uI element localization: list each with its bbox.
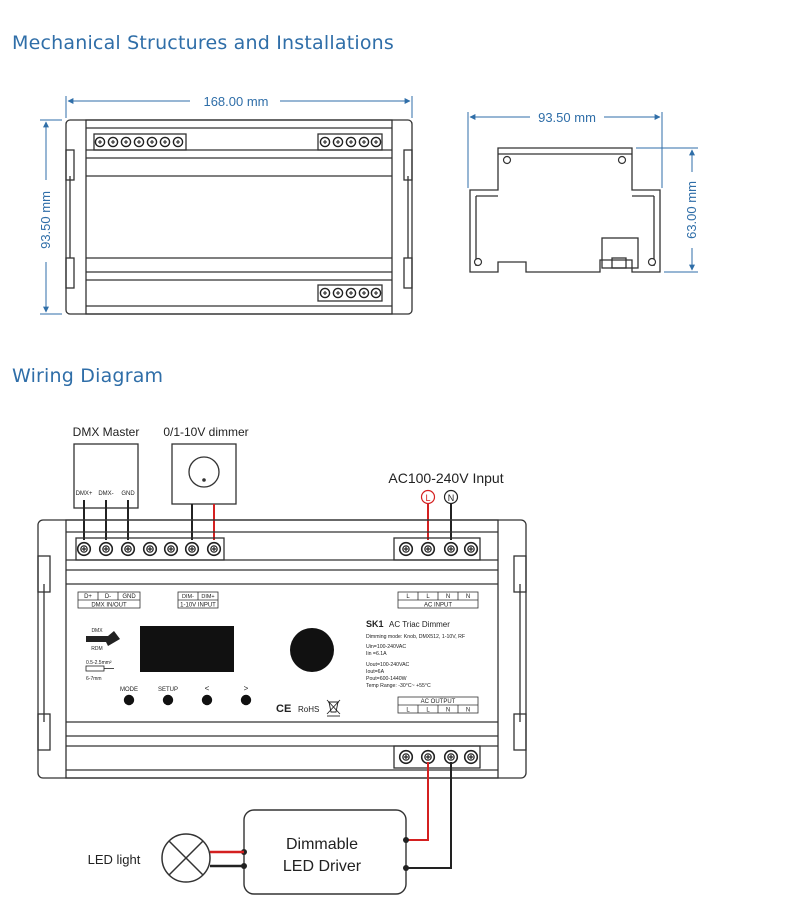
pout-spec: Pout=600-1440W — [366, 676, 407, 682]
rdm-badge-label: RDM — [91, 646, 102, 652]
dim-terminal-table — [177, 591, 219, 609]
prev-button[interactable] — [201, 694, 213, 706]
model-label: SK1 — [366, 619, 384, 629]
dimming-mode: Dimming mode: Knob, DMX512, 1-10V, RF — [366, 634, 465, 640]
uin-spec: Uin=100-240VAC — [366, 644, 406, 650]
dmx-inout-label: DMX IN/OUT — [91, 603, 127, 609]
front-width-label: 168.00 mm — [203, 94, 268, 109]
driver-line1: Dimmable — [286, 836, 358, 853]
led-light-label: LED light — [88, 852, 141, 867]
control-knob[interactable] — [290, 628, 334, 672]
dim-input-label: 1-10V INPUT — [180, 603, 216, 609]
ac-out-n2: N — [466, 708, 470, 714]
led-display — [140, 626, 234, 672]
ac-out-n1: N — [446, 708, 450, 714]
ac-out-l2: L — [426, 708, 430, 714]
setup-button[interactable] — [162, 694, 174, 706]
mechanical-heading: Mechanical Structures and Installations — [12, 32, 394, 54]
top-left-terminals — [76, 541, 222, 557]
dmx-master-pin-gnd: GND — [121, 491, 135, 497]
led-wires — [210, 850, 244, 868]
ac-input-wires — [427, 504, 452, 540]
ac-output-table — [397, 696, 479, 714]
side-width-label: 93.50 mm — [538, 110, 596, 125]
ac-in-n1: N — [446, 594, 450, 600]
terminal-dim-plus: DIM+ — [201, 594, 214, 600]
ac-in-l1: L — [406, 594, 410, 600]
weee-bin-icon — [326, 699, 341, 717]
dmx-master-pin-minus: DMX- — [98, 491, 113, 497]
ac-output-label: AC OUTPUT — [421, 699, 456, 705]
mode-button-label: MODE — [120, 687, 138, 693]
dimmer-knob-dot — [202, 478, 206, 482]
front-height-label: 93.50 mm — [38, 191, 53, 249]
terminal-d-plus: D+ — [84, 594, 92, 600]
dmx-terminal-table — [77, 591, 141, 609]
side-holes — [473, 155, 657, 267]
front-height-dimension — [40, 119, 62, 315]
side-height-dimension — [636, 147, 698, 273]
temp-spec: Temp Range: -30°C~ +55°C — [366, 683, 431, 689]
bottom-right-terminals — [398, 749, 479, 765]
rohs-mark: RoHS — [298, 705, 319, 714]
wire-strip-icon — [85, 665, 114, 672]
front-view — [65, 119, 413, 315]
setup-button-label: SETUP — [158, 687, 178, 693]
terminal-dim-minus: DIM- — [182, 594, 194, 600]
dimmer-label: 0/1-10V dimmer — [163, 425, 248, 439]
terminal-d-minus: D- — [105, 594, 111, 600]
wiring-heading: Wiring Diagram — [12, 365, 164, 387]
live-phase-label: L — [425, 493, 430, 503]
neutral-phase-label: N — [448, 493, 455, 503]
driver-line2: LED Driver — [283, 858, 362, 875]
ac-input-title: AC100-240V Input — [388, 470, 503, 486]
terminal-gnd: GND — [122, 594, 136, 600]
ac-input-table — [397, 591, 479, 609]
device-body — [37, 519, 527, 779]
product-name: AC Triac Dimmer — [389, 620, 450, 629]
side-height-label: 63.00 mm — [684, 181, 699, 239]
front-width-dimension — [65, 96, 413, 118]
top-right-terminals — [398, 541, 479, 557]
ce-mark: CE — [276, 703, 291, 715]
dmx-rdm-badge-icon — [86, 631, 120, 646]
wire-gauge-label: 0.5-2.5mm² — [86, 660, 112, 666]
neutral-phase-icon — [443, 489, 459, 505]
front-terminals — [94, 136, 382, 299]
dim-wires — [191, 504, 215, 540]
output-wires — [406, 762, 452, 869]
next-button-label: > — [244, 684, 249, 693]
live-phase-icon — [420, 489, 436, 505]
dimmer-knob-icon — [188, 456, 220, 488]
dmx-badge-label: DMX — [91, 628, 103, 634]
ac-in-n2: N — [466, 594, 470, 600]
dmx-master-box — [73, 443, 139, 509]
dmx-master-pin-plus: DMX+ — [76, 491, 93, 497]
iout-spec: Iout=6A — [366, 669, 385, 675]
uout-spec: Uout=100-240VAC — [366, 662, 410, 668]
dmx-master-label: DMX Master — [73, 425, 140, 439]
ac-out-l1: L — [406, 708, 410, 714]
ac-input-label: AC INPUT — [424, 603, 452, 609]
iin-spec: Iin =6.1A — [366, 651, 387, 657]
ac-in-l2: L — [426, 594, 430, 600]
next-button[interactable] — [240, 694, 252, 706]
mode-button[interactable] — [123, 694, 135, 706]
strip-length-label: 6-7mm — [86, 676, 102, 682]
prev-button-label: < — [205, 684, 210, 693]
side-view — [469, 147, 661, 273]
led-lamp-icon — [161, 833, 211, 883]
driver-in-l-node — [403, 837, 409, 843]
driver-in-n-node — [403, 865, 409, 871]
side-width-dimension — [467, 112, 663, 188]
